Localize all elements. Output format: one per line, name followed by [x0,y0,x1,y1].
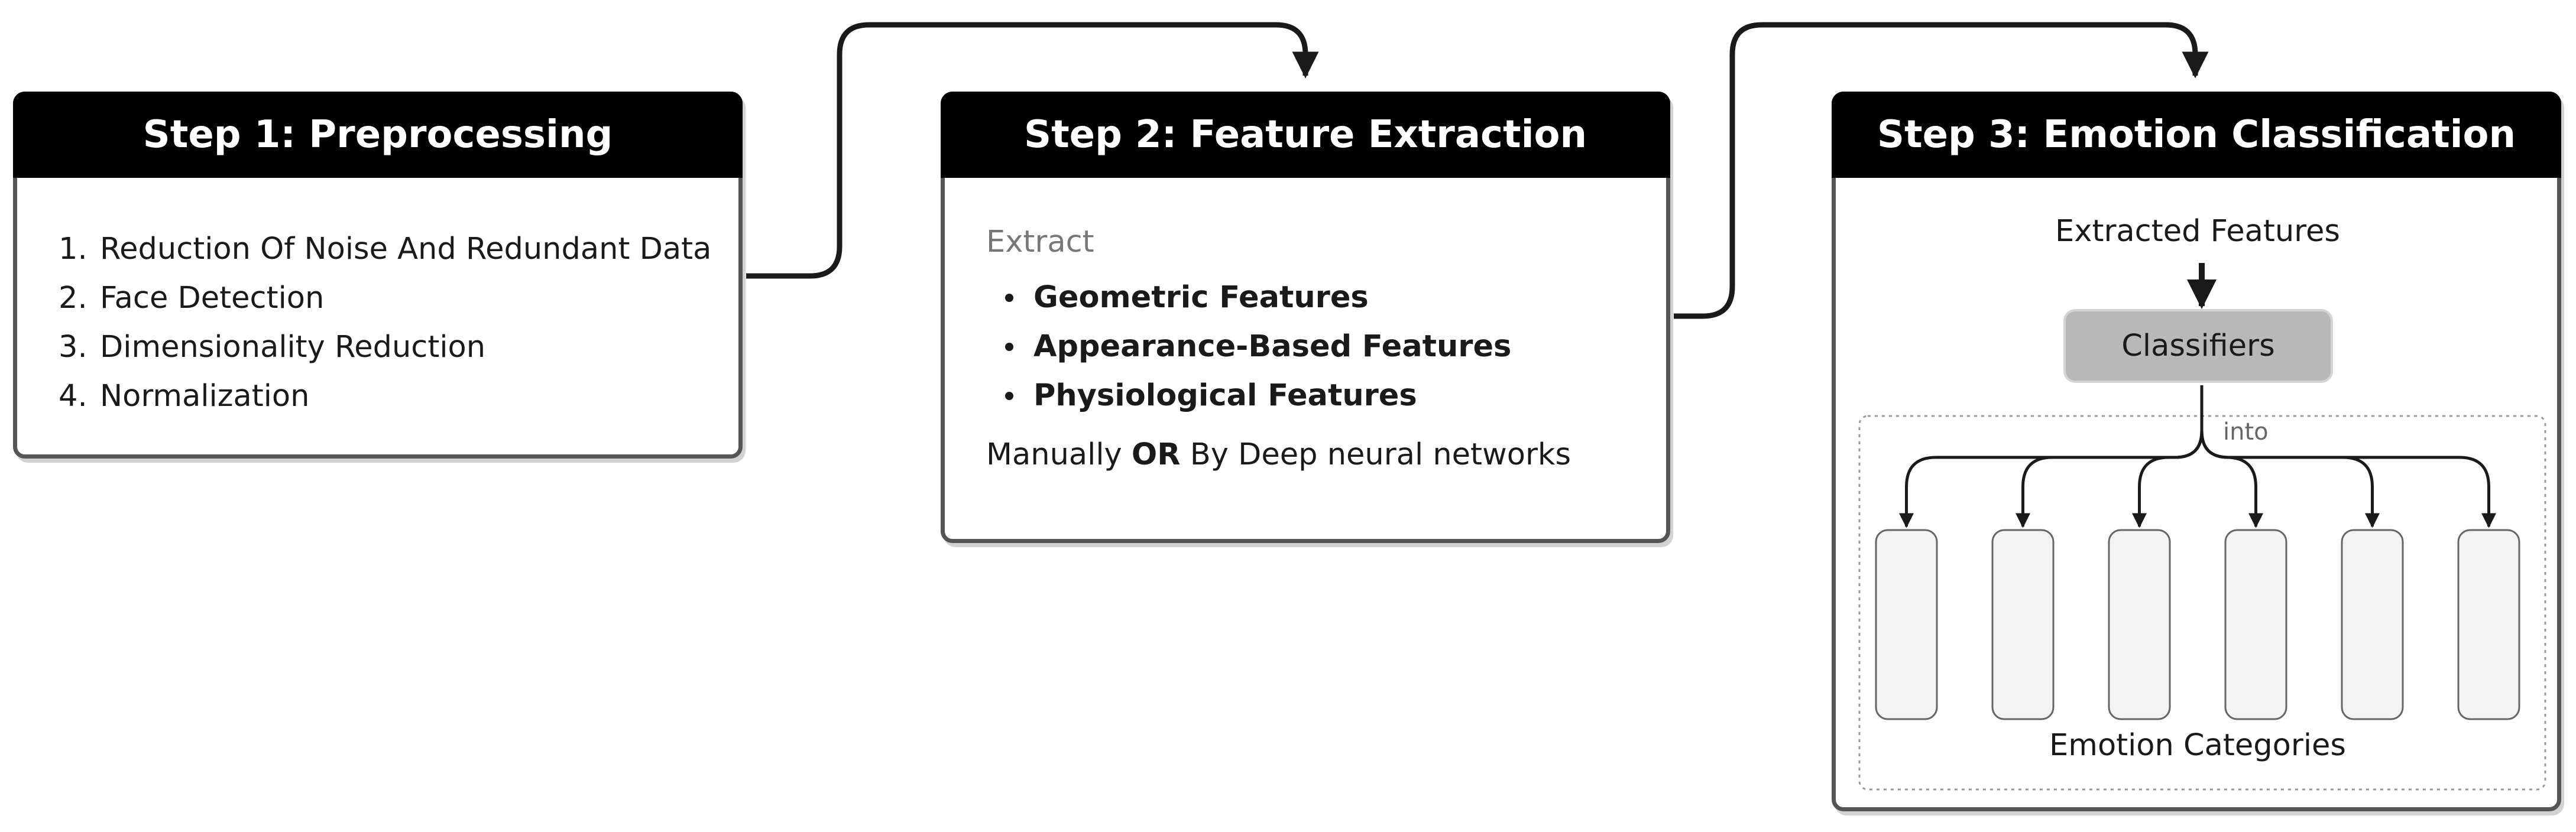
method-manual-text: Manually [986,437,1132,472]
feature-item-physiological: Physiological Features [1005,371,1511,420]
step-2-card: Step 2: Feature Extraction Extract Geome… [941,92,1670,543]
method-or-text: OR [1131,437,1181,472]
connector-arrow-step2-to-step3 [1674,22,2209,319]
preprocessing-list: 1.Reduction Of Noise And Redundant Data … [59,225,711,421]
list-item: 4. Normalization [59,372,711,421]
emotion-category-slot [2457,529,2520,720]
classifiers-box: Classifiers [2063,309,2333,383]
step-1-title: Step 1: Preprocessing [13,92,743,178]
branch-arrow [1899,430,2204,528]
list-item-number: 3. [59,330,88,365]
into-label: into [2218,418,2273,446]
emotion-categories-label: Emotion Categories [2049,728,2346,763]
list-item-text: Reduction Of Noise And Redundant Data [100,232,712,266]
classification-diagram [1858,263,2546,791]
step-3-card: Step 3: Emotion Classification Extracted… [1832,92,2561,811]
emotion-category-slots [1875,529,2520,720]
method-dnn-text: By Deep neural networks [1180,437,1571,472]
extract-label: Extract [986,225,1094,259]
list-item-text: Face Detection [100,281,325,316]
step-1-card: Step 1: Preprocessing 1. Reduction Of Noi… [13,92,743,459]
branch-arrow [2132,430,2204,528]
branch-arrow [2200,430,2496,528]
list-item: 1. Reduction Of Noise And Redundant Data [59,225,711,274]
connector-arrow-step1-to-step2 [746,22,1319,279]
branch-arrow [2016,430,2204,528]
emotion-category-slot [1991,529,2055,720]
step-3-title: Step 3: Emotion Classification [1832,92,2561,178]
list-item-text: Dimensionality Reduction [100,330,486,365]
extraction-method-text: Manually OR By Deep neural networks [986,437,1571,472]
list-item: 2. Face Detection [59,274,711,323]
feature-item-geometric: Geometric Features [1005,273,1511,322]
feature-item-appearance: Appearance-Based Features [1005,322,1511,371]
list-item-text: Normalization [100,379,310,414]
classifier-branch-arrows [1899,385,2496,528]
extracted-features-label: Extracted Features [2055,214,2340,249]
emotion-category-slot [2341,529,2404,720]
list-item-number: 1. [59,232,88,266]
emotion-category-slot [2108,529,2171,720]
feature-list: Geometric Features Appearance-Based Feat… [1005,273,1511,420]
list-item: 3. Dimensionality Reduction [59,323,711,372]
emotion-category-slot [2224,529,2287,720]
list-item-number: 2. [59,281,88,316]
step-2-title: Step 2: Feature Extraction [941,92,1670,178]
list-item-number: 4. [59,379,88,414]
emotion-category-slot [1875,529,1938,720]
